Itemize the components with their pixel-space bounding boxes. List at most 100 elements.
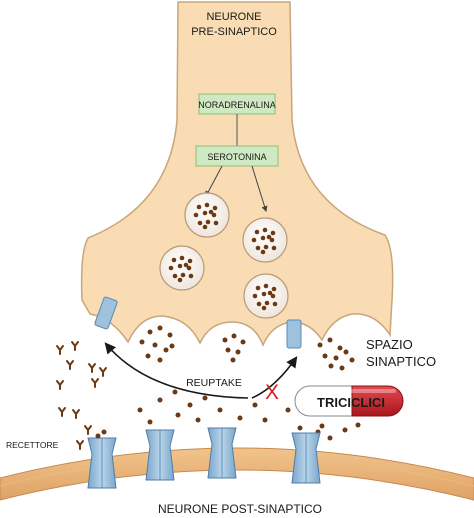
neurotransmitter-dot — [205, 219, 211, 225]
neurotransmitter-dot — [172, 273, 178, 279]
vesicle — [184, 192, 230, 238]
neurotransmitter-dot — [235, 349, 241, 355]
reuptake-arrow-right — [251, 356, 298, 399]
neurotransmitter-dot — [157, 397, 163, 403]
neurotransmitter-dot — [186, 265, 192, 271]
neurotransmitter-dot — [267, 290, 273, 296]
receptor — [207, 427, 237, 479]
neurotransmitter-dot — [343, 349, 349, 355]
neurotransmitter-dot — [327, 435, 333, 441]
postsynaptic-membrane — [0, 447, 474, 501]
bound-molecule-icon — [72, 409, 80, 419]
neurotransmitter-dot — [337, 345, 343, 351]
neurotransmitter-dot — [317, 342, 323, 348]
neurotransmitter-dot — [225, 347, 231, 353]
receptor-label: RECETTORE — [6, 440, 59, 450]
bound-molecule-icon — [76, 440, 84, 450]
vesicle — [243, 273, 289, 319]
neurotransmitter-dot — [197, 220, 203, 226]
neurotransmitter-dot — [285, 407, 291, 413]
neurotransmitter-dot — [187, 402, 193, 408]
bound-molecule-icon — [91, 378, 99, 388]
vesicle — [242, 217, 288, 263]
neurotransmitter-dot — [163, 347, 169, 353]
neurotransmitter-dot — [172, 389, 178, 395]
neurotransmitter-dot — [204, 202, 210, 208]
neurotransmitter-dot — [180, 272, 186, 278]
neurotransmitter-dot — [157, 325, 163, 331]
neurotransmitter-dot — [266, 234, 272, 240]
neurotransmitter-dot — [169, 343, 175, 349]
serotonina-box — [195, 145, 279, 167]
neurotransmitter-dot — [212, 205, 218, 211]
neurotransmitter-dot — [263, 283, 269, 289]
neurotransmitter-dot — [101, 429, 107, 435]
neurotransmitter-dot — [157, 357, 163, 363]
neurotransmitter-dot — [202, 395, 208, 401]
receptors — [87, 423, 325, 489]
neurotransmitter-dot — [328, 363, 334, 369]
postsynaptic-title: NEURONE POST-SINAPTICO — [158, 502, 322, 516]
neurotransmitter-dot — [297, 425, 303, 431]
receptor — [145, 429, 175, 481]
neurotransmitter-dot — [349, 357, 355, 363]
bound-molecule-icon — [56, 380, 64, 390]
neurotransmitter-dot — [355, 422, 361, 428]
neurotransmitter-dot — [222, 337, 228, 343]
arrow-to-vesicle-left — [205, 165, 223, 198]
presynaptic-title-line2: PRE-SINAPTICO — [191, 26, 277, 38]
neurotransmitter-dot — [202, 224, 208, 230]
bound-molecule-icon — [71, 341, 79, 351]
presynaptic-title-line1: NEURONE — [206, 11, 261, 23]
presynaptic-neuron — [80, 1, 394, 347]
neurotransmitter-dot — [95, 433, 101, 439]
bound-molecule-icon — [88, 363, 96, 373]
neurotransmitter-dot — [177, 277, 183, 283]
membrane-inner-line — [0, 456, 474, 487]
neurotransmitter-dot — [261, 291, 267, 297]
neurotransmitter-dot — [342, 427, 348, 433]
neurotransmitter-dot — [272, 301, 278, 307]
noradrenalina-label: NORADRENALINA — [198, 100, 276, 110]
neurotransmitter-dot — [271, 286, 277, 292]
neurotransmitter-dot — [137, 407, 143, 413]
neurotransmitter-dot — [270, 293, 276, 299]
neurotransmitter-dot — [237, 415, 243, 421]
reuptake-label: REUPTAKE — [186, 377, 242, 389]
neurotransmitter-dot — [333, 355, 339, 361]
neurotransmitter-dot — [196, 204, 202, 210]
neurotransmitter-dot — [188, 273, 194, 279]
neurotransmitter-dot — [339, 365, 345, 371]
neurotransmitter-dot — [264, 300, 270, 306]
neurotransmitter-dot — [145, 353, 151, 359]
neurotransmitter-dot — [208, 209, 214, 215]
neurotransmitter-dot — [252, 402, 258, 408]
neurotransmitter-dot — [202, 210, 208, 216]
vesicle — [159, 245, 205, 291]
reuptake-transporter-right — [286, 319, 302, 349]
neurotransmitter-dot — [270, 230, 276, 236]
block-x-mark: X — [265, 381, 279, 404]
neurotransmitter-dot — [263, 244, 269, 250]
synaptic-space-line1: SPAZIO — [366, 337, 413, 352]
neurotransmitter-dot — [195, 417, 201, 423]
neurotransmitter-dot — [217, 407, 223, 413]
neurotransmitter-dot — [319, 423, 325, 429]
bound-molecule-icon — [56, 345, 64, 355]
neurotransmitter-dot — [183, 262, 189, 268]
neurotransmitter-dot — [167, 332, 173, 338]
neurotransmitter-dot — [269, 237, 275, 243]
neurotransmitter-dot — [262, 227, 268, 233]
neurotransmitter-dot — [187, 258, 193, 264]
serotonina-label: SEROTONINA — [207, 152, 266, 162]
neurotransmitter-dot — [213, 220, 219, 226]
neurotransmitter-dot — [322, 353, 328, 359]
neurotransmitter-dot — [260, 249, 266, 255]
neurotransmitter-dot — [262, 417, 268, 423]
neurotransmitter-dot — [230, 357, 236, 363]
neurotransmitter-dot — [271, 245, 277, 251]
neurotransmitter-dot — [256, 301, 262, 307]
neurotransmitter-dot — [251, 237, 257, 243]
bound-molecule-icon — [99, 367, 107, 377]
